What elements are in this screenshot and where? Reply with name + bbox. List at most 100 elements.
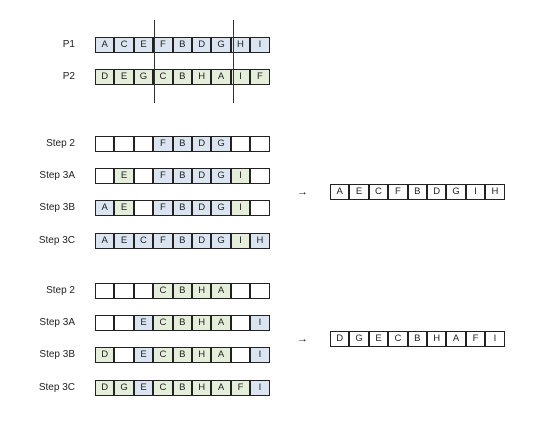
empty-cell xyxy=(230,283,251,299)
gene-cell: H xyxy=(192,69,212,85)
empty-cell xyxy=(114,347,134,363)
row-label: Step 3B xyxy=(39,202,75,213)
gene-cell: G xyxy=(133,69,154,85)
row-label: Step 2 xyxy=(46,285,75,296)
gene-cell: I xyxy=(230,168,251,184)
arrow-right-icon: → xyxy=(297,186,308,198)
empty-cell xyxy=(250,283,270,299)
gene-cell: D xyxy=(192,136,212,152)
row-label: Step 3A xyxy=(39,170,75,181)
gene-cell: B xyxy=(407,331,427,347)
row-label: Step 3C xyxy=(38,235,75,246)
gene-cell: E xyxy=(133,315,154,331)
gene-cell: A xyxy=(95,37,115,53)
empty-cell xyxy=(250,168,270,184)
gene-cell: B xyxy=(172,37,192,53)
gene-cell: A xyxy=(211,380,231,396)
gene-cell: C xyxy=(114,37,134,53)
gene-cell: E xyxy=(114,233,134,249)
gene-cell: F xyxy=(230,380,251,396)
gene-cell: C xyxy=(153,347,173,363)
row-label: Step 2 xyxy=(46,138,75,149)
gene-cell: D xyxy=(427,184,447,200)
gene-cell: E xyxy=(368,331,389,347)
gene-cell: F xyxy=(153,136,173,152)
gene-cell: B xyxy=(172,347,192,363)
gene-cell: F xyxy=(250,69,270,85)
gene-cell: D xyxy=(192,168,212,184)
gene-cell: I xyxy=(250,380,270,396)
empty-cell xyxy=(95,315,115,331)
gene-cell: C xyxy=(133,233,154,249)
gene-cell: I xyxy=(230,69,251,85)
gene-cell: B xyxy=(172,233,192,249)
empty-cell xyxy=(133,283,154,299)
empty-cell xyxy=(95,136,115,152)
gene-cell: H xyxy=(427,331,447,347)
gene-cell: I xyxy=(230,233,251,249)
gene-cell: B xyxy=(172,136,192,152)
gene-cell: E xyxy=(114,168,134,184)
gene-cell: E xyxy=(133,347,154,363)
gene-cell: F xyxy=(153,168,173,184)
empty-cell xyxy=(114,136,134,152)
gene-cell: C xyxy=(153,315,173,331)
empty-cell xyxy=(95,168,115,184)
empty-cell xyxy=(133,168,154,184)
row-label: P1 xyxy=(62,39,75,50)
gene-cell: C xyxy=(388,331,408,347)
gene-cell: G xyxy=(211,168,231,184)
gene-cell: G xyxy=(349,331,369,347)
empty-cell xyxy=(133,136,154,152)
gene-cell: A xyxy=(95,200,115,216)
gene-cell: I xyxy=(465,184,486,200)
gene-cell: G xyxy=(211,136,231,152)
gene-cell: H xyxy=(192,283,212,299)
gene-cell: A xyxy=(211,315,231,331)
empty-cell xyxy=(114,283,134,299)
gene-cell: I xyxy=(250,37,270,53)
row-label: P2 xyxy=(62,71,75,82)
gene-cell: D xyxy=(95,347,115,363)
gene-cell: D xyxy=(192,233,212,249)
gene-cell: H xyxy=(192,380,212,396)
gene-cell: H xyxy=(192,347,212,363)
gene-cell: B xyxy=(407,184,427,200)
crossover-cut-line xyxy=(233,20,234,103)
gene-cell: E xyxy=(114,200,134,216)
gene-cell: I xyxy=(485,331,505,347)
empty-cell xyxy=(230,347,251,363)
gene-cell: H xyxy=(485,184,505,200)
gene-cell: C xyxy=(368,184,389,200)
gene-cell: D xyxy=(95,69,115,85)
gene-cell: E xyxy=(114,69,134,85)
gene-cell: D xyxy=(330,331,350,347)
gene-cell: I xyxy=(250,347,270,363)
row-label: Step 3B xyxy=(39,349,75,360)
gene-cell: D xyxy=(192,37,212,53)
empty-cell xyxy=(250,136,270,152)
gene-cell: I xyxy=(230,200,251,216)
gene-cell: A xyxy=(211,69,231,85)
empty-cell xyxy=(114,315,134,331)
gene-cell: G xyxy=(211,200,231,216)
row-label: Step 3A xyxy=(39,317,75,328)
gene-cell: A xyxy=(211,347,231,363)
gene-cell: B xyxy=(172,315,192,331)
empty-cell xyxy=(230,136,251,152)
gene-cell: I xyxy=(250,315,270,331)
row-label: Step 3C xyxy=(38,382,75,393)
gene-cell: B xyxy=(172,380,192,396)
gene-cell: B xyxy=(172,168,192,184)
gene-cell: F xyxy=(465,331,486,347)
gene-cell: F xyxy=(153,233,173,249)
gene-cell: B xyxy=(172,69,192,85)
gene-cell: A xyxy=(330,184,350,200)
gene-cell: F xyxy=(153,200,173,216)
empty-cell xyxy=(133,200,154,216)
gene-cell: D xyxy=(192,200,212,216)
gene-cell: A xyxy=(446,331,466,347)
empty-cell xyxy=(230,315,251,331)
gene-cell: H xyxy=(250,233,270,249)
gene-cell: B xyxy=(172,200,192,216)
